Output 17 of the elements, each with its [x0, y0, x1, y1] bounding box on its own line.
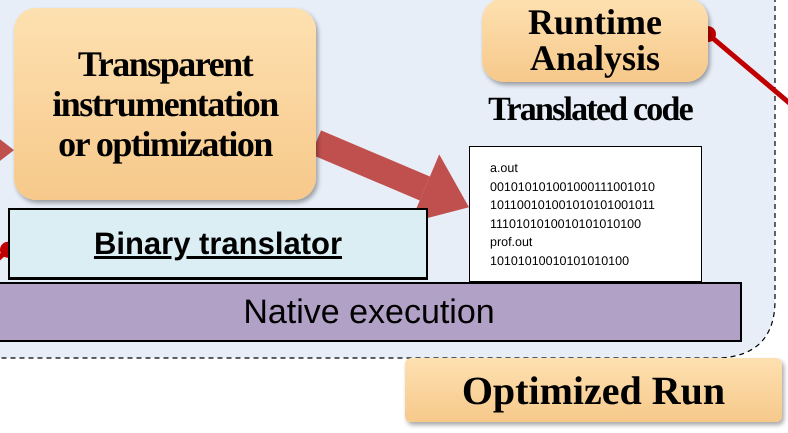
box-label: Transparent instrumentation or optimization: [51, 44, 280, 164]
code-line: 1110101010010101010100: [490, 216, 642, 232]
code-line: 001010101001000111001010: [490, 178, 655, 196]
bar-label: Binary translator: [94, 226, 342, 262]
process-box: [482, 0, 708, 82]
box-label: Runtime Analysis: [527, 4, 663, 76]
code-line: 101100101001010101001011: [490, 197, 655, 214]
process-box: [14, 8, 316, 200]
translator-bar: [8, 208, 428, 280]
code-line: 10101010010101010100: [490, 252, 630, 270]
panel-heading: Translated code: [487, 91, 694, 129]
bar-label: Native execution: [243, 292, 495, 332]
execution-bar: [0, 282, 742, 342]
box-label: Optimized Run: [462, 366, 726, 414]
code-line: a.out: [490, 160, 518, 177]
code-line: prof.out: [490, 234, 532, 251]
result-box: [405, 358, 782, 422]
